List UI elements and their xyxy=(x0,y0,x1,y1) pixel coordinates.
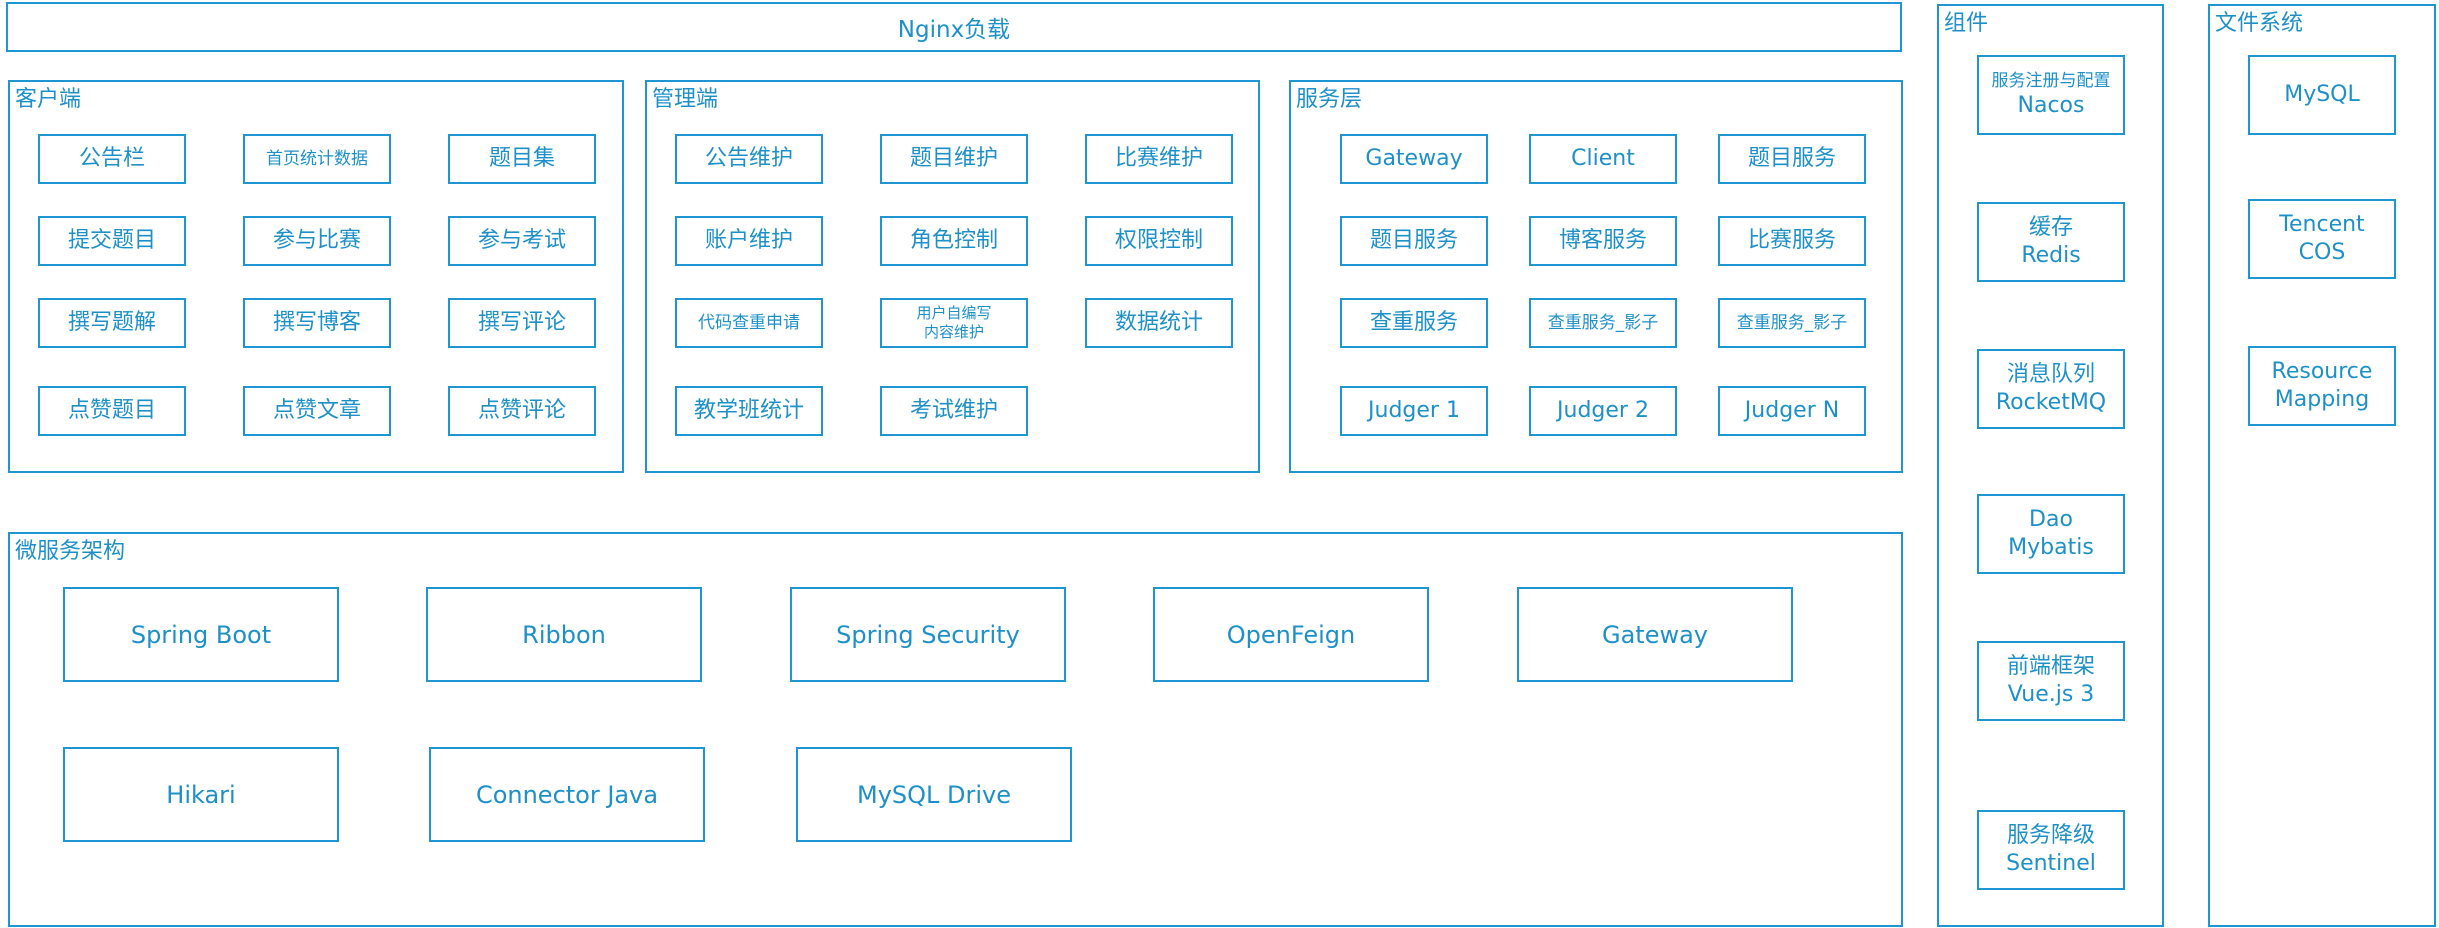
service-item: 题目服务 xyxy=(1340,216,1488,266)
file-item: Resource Mapping xyxy=(2248,346,2396,426)
micro-item: Gateway xyxy=(1517,587,1793,682)
micro-item: OpenFeign xyxy=(1153,587,1429,682)
microservice-panel-title: 微服务架构 xyxy=(15,539,126,564)
client-item: 撰写题解 xyxy=(38,298,186,348)
client-panel-title: 客户端 xyxy=(15,87,82,112)
micro-item: Spring Boot xyxy=(63,587,339,682)
client-item: 点赞题目 xyxy=(38,386,186,436)
client-item: 点赞文章 xyxy=(243,386,391,436)
file-item: Tencent COS xyxy=(2248,199,2396,279)
admin-item: 账户维护 xyxy=(675,216,823,266)
micro-item: Ribbon xyxy=(426,587,702,682)
client-item: 点赞评论 xyxy=(448,386,596,436)
admin-item: 角色控制 xyxy=(880,216,1028,266)
component-line2: Nacos xyxy=(2017,93,2085,118)
service-item: Judger 2 xyxy=(1529,386,1677,436)
service-item: 比赛服务 xyxy=(1718,216,1866,266)
filesystem-panel: 文件系统 MySQL Tencent COS Resource Mapping xyxy=(2208,4,2436,927)
service-item: Client xyxy=(1529,134,1677,184)
component-line1: 服务降级 xyxy=(2006,823,2095,848)
component-line1: 服务注册与配置 xyxy=(1991,71,2111,91)
component-item: 消息队列 RocketMQ xyxy=(1977,349,2125,429)
client-item: 首页统计数据 xyxy=(243,134,391,184)
client-item: 撰写博客 xyxy=(243,298,391,348)
service-panel-title: 服务层 xyxy=(1296,87,1363,112)
service-item: 查重服务_影子 xyxy=(1718,298,1866,348)
service-item: 题目服务 xyxy=(1718,134,1866,184)
service-item: Gateway xyxy=(1340,134,1488,184)
components-panel-title: 组件 xyxy=(1944,11,1989,36)
file-item: MySQL xyxy=(2248,55,2396,135)
filesystem-panel-title: 文件系统 xyxy=(2215,11,2304,36)
components-panel: 组件 服务注册与配置 Nacos 缓存 Redis 消息队列 RocketMQ … xyxy=(1937,4,2164,927)
admin-item: 权限控制 xyxy=(1085,216,1233,266)
micro-item: Hikari xyxy=(63,747,339,842)
admin-item: 用户自编写 内容维护 xyxy=(880,298,1028,348)
service-item: 查重服务_影子 xyxy=(1529,298,1677,348)
micro-item: Spring Security xyxy=(790,587,1066,682)
client-item: 提交题目 xyxy=(38,216,186,266)
component-line2: RocketMQ xyxy=(1995,390,2107,415)
component-line1: 缓存 xyxy=(2028,215,2073,240)
service-panel: 服务层 Gateway Client 题目服务 题目服务 博客服务 比赛服务 查… xyxy=(1289,80,1903,473)
component-line1: Dao xyxy=(2029,507,2073,532)
service-item: Judger 1 xyxy=(1340,386,1488,436)
component-item: 前端框架 Vue.js 3 xyxy=(1977,641,2125,721)
microservice-panel: 微服务架构 Spring Boot Ribbon Spring Security… xyxy=(8,532,1903,927)
client-item: 题目集 xyxy=(448,134,596,184)
client-item: 撰写评论 xyxy=(448,298,596,348)
client-item: 公告栏 xyxy=(38,134,186,184)
component-item: 缓存 Redis xyxy=(1977,202,2125,282)
component-line2: Mybatis xyxy=(2008,535,2094,560)
component-line2: Sentinel xyxy=(2006,851,2096,876)
admin-item: 数据统计 xyxy=(1085,298,1233,348)
nginx-banner: Nginx负载 xyxy=(6,2,1902,52)
component-item: 服务降级 Sentinel xyxy=(1977,810,2125,890)
admin-item: 代码查重申请 xyxy=(675,298,823,348)
admin-panel-title: 管理端 xyxy=(652,87,719,112)
client-panel: 客户端 公告栏 首页统计数据 题目集 提交题目 参与比赛 参与考试 撰写题解 撰… xyxy=(8,80,624,473)
admin-item: 教学班统计 xyxy=(675,386,823,436)
service-item: Judger N xyxy=(1718,386,1866,436)
micro-item: Connector Java xyxy=(429,747,705,842)
service-item: 查重服务 xyxy=(1340,298,1488,348)
component-line1: 消息队列 xyxy=(2006,362,2095,387)
admin-item: 题目维护 xyxy=(880,134,1028,184)
admin-panel: 管理端 公告维护 题目维护 比赛维护 账户维护 角色控制 权限控制 代码查重申请… xyxy=(645,80,1260,473)
client-item: 参与考试 xyxy=(448,216,596,266)
admin-item: 考试维护 xyxy=(880,386,1028,436)
client-item: 参与比赛 xyxy=(243,216,391,266)
admin-item: 公告维护 xyxy=(675,134,823,184)
component-line1: 前端框架 xyxy=(2006,654,2095,679)
micro-item: MySQL Drive xyxy=(796,747,1072,842)
component-item: 服务注册与配置 Nacos xyxy=(1977,55,2125,135)
component-item: Dao Mybatis xyxy=(1977,494,2125,574)
nginx-banner-label: Nginx负载 xyxy=(897,17,1011,43)
component-line2: Vue.js 3 xyxy=(2007,682,2095,707)
component-line2: Redis xyxy=(2021,243,2081,268)
admin-item: 比赛维护 xyxy=(1085,134,1233,184)
service-item: 博客服务 xyxy=(1529,216,1677,266)
